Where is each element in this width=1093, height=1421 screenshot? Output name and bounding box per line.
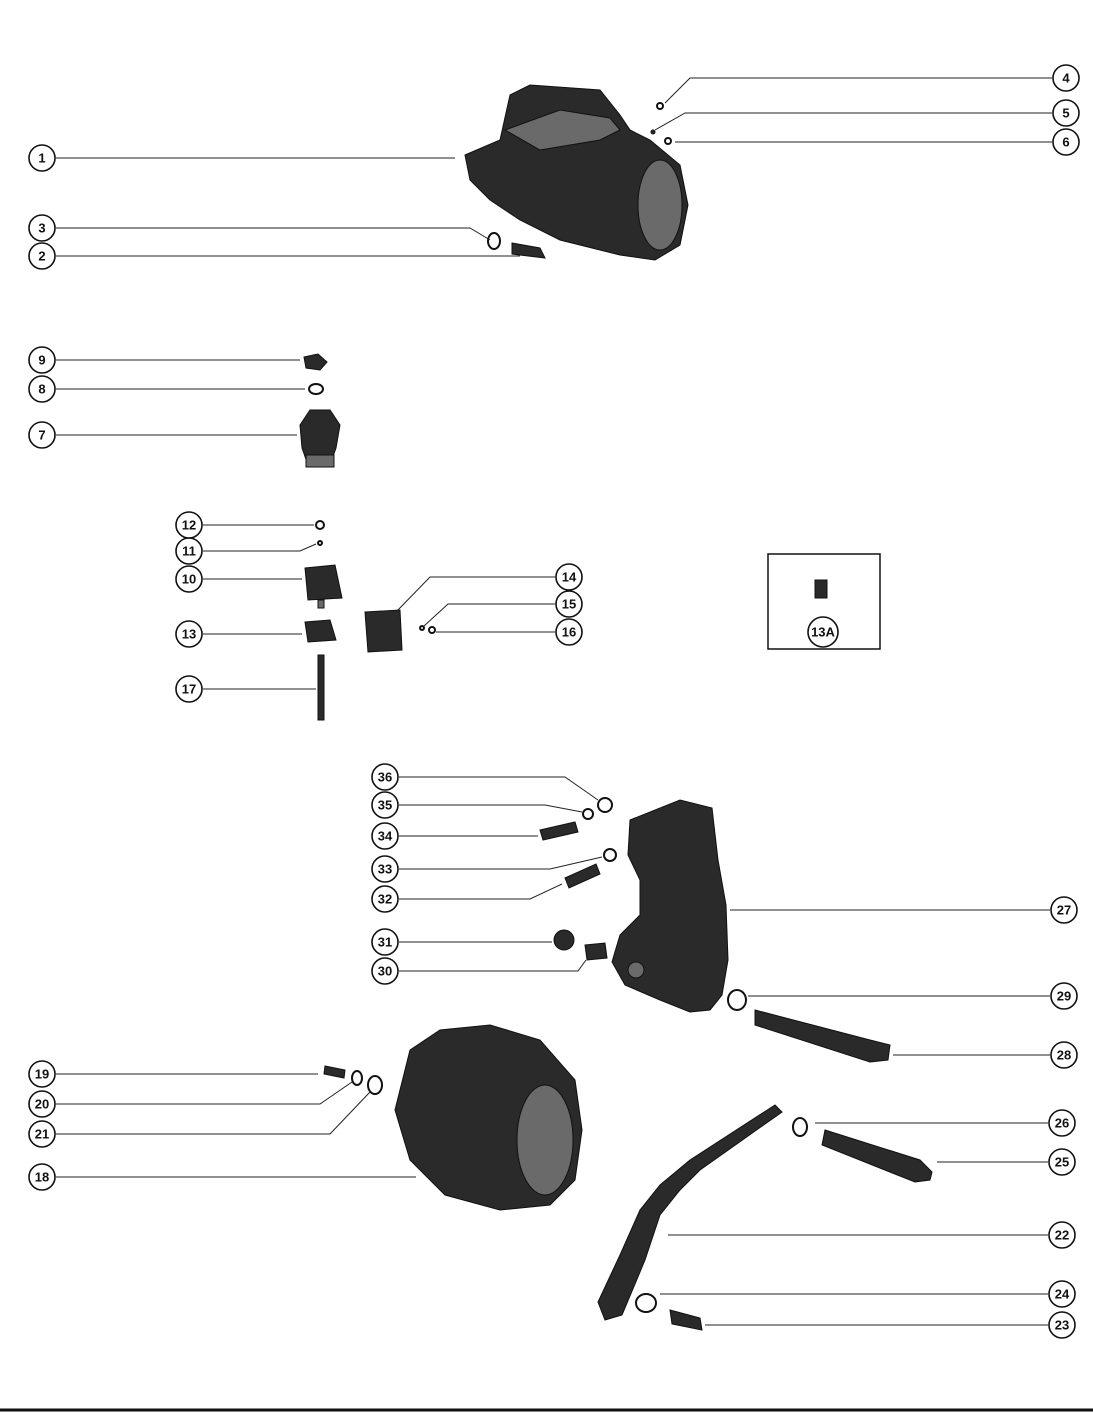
- svg-text:29: 29: [1057, 989, 1071, 1004]
- svg-text:2: 2: [38, 249, 45, 264]
- callout-7: 7: [28, 421, 56, 449]
- callout-12: 12: [175, 511, 203, 539]
- callout-24: 24: [1048, 1280, 1076, 1308]
- callout-5: 5: [1052, 99, 1080, 127]
- svg-text:13A: 13A: [811, 625, 835, 640]
- svg-text:26: 26: [1055, 1116, 1069, 1131]
- callout-8: 8: [28, 375, 56, 403]
- alternator: [323, 1024, 583, 1211]
- svg-text:31: 31: [378, 935, 392, 950]
- sender-unit: [299, 353, 341, 468]
- svg-text:14: 14: [562, 570, 577, 585]
- svg-text:33: 33: [378, 862, 392, 877]
- svg-text:11: 11: [182, 544, 196, 559]
- alternator-bracket: [611, 799, 729, 1013]
- callout-20: 20: [28, 1090, 56, 1118]
- svg-text:34: 34: [378, 829, 393, 844]
- callout-13a: 13A: [807, 616, 839, 648]
- svg-text:32: 32: [378, 892, 392, 907]
- svg-text:13: 13: [182, 627, 196, 642]
- callout-6: 6: [1052, 128, 1080, 156]
- svg-text:19: 19: [35, 1067, 49, 1082]
- svg-text:35: 35: [378, 798, 392, 813]
- svg-text:28: 28: [1057, 1048, 1071, 1063]
- svg-text:20: 20: [35, 1097, 49, 1112]
- callout-30: 30: [371, 957, 399, 985]
- svg-text:25: 25: [1055, 1155, 1069, 1170]
- callout-15: 15: [555, 590, 583, 618]
- svg-text:16: 16: [562, 625, 576, 640]
- svg-text:21: 21: [35, 1127, 49, 1142]
- callout-17: 17: [175, 675, 203, 703]
- callout-27: 27: [1050, 896, 1078, 924]
- callout-34: 34: [371, 822, 399, 850]
- callout-23: 23: [1048, 1311, 1076, 1339]
- svg-text:36: 36: [378, 770, 392, 785]
- callout-10: 10: [175, 565, 203, 593]
- callout-36: 36: [371, 763, 399, 791]
- svg-text:18: 18: [35, 1170, 49, 1185]
- callout-32: 32: [371, 885, 399, 913]
- callout-18: 18: [28, 1163, 56, 1191]
- callout-19: 19: [28, 1060, 56, 1088]
- callout-22: 22: [1048, 1221, 1076, 1249]
- svg-text:15: 15: [562, 597, 576, 612]
- svg-text:7: 7: [38, 428, 45, 443]
- starter-small-nuts: [650, 102, 672, 145]
- adjusting-arm: [597, 1104, 933, 1331]
- svg-text:5: 5: [1062, 106, 1069, 121]
- callout-16: 16: [555, 618, 583, 646]
- callout-11: 11: [175, 537, 203, 565]
- svg-text:12: 12: [182, 518, 196, 533]
- svg-text:27: 27: [1057, 903, 1071, 918]
- callout-26: 26: [1048, 1109, 1076, 1137]
- callout-13: 13: [175, 620, 203, 648]
- inset-13a: [767, 553, 881, 650]
- callout-4: 4: [1052, 64, 1080, 92]
- starter-motor: [464, 84, 689, 261]
- svg-text:4: 4: [1062, 71, 1070, 86]
- callout-28: 28: [1050, 1041, 1078, 1069]
- callout-14: 14: [555, 563, 583, 591]
- svg-text:6: 6: [1062, 135, 1069, 150]
- svg-text:30: 30: [378, 964, 392, 979]
- callout-33: 33: [371, 855, 399, 883]
- callout-25: 25: [1048, 1148, 1076, 1176]
- svg-text:22: 22: [1055, 1228, 1069, 1243]
- callout-3: 3: [28, 214, 56, 242]
- svg-text:10: 10: [182, 572, 196, 587]
- svg-text:9: 9: [38, 353, 45, 368]
- svg-text:8: 8: [38, 382, 45, 397]
- svg-text:23: 23: [1055, 1318, 1069, 1333]
- svg-text:17: 17: [182, 682, 196, 697]
- callout-35: 35: [371, 791, 399, 819]
- solenoid-group: [304, 520, 436, 721]
- callout-1: 1: [28, 144, 56, 172]
- svg-text:1: 1: [38, 151, 45, 166]
- callout-2: 2: [28, 242, 56, 270]
- starter-bolt-washer: [487, 232, 546, 259]
- bracket-hardware: [539, 797, 891, 1063]
- svg-text:24: 24: [1055, 1287, 1070, 1302]
- callout-29: 29: [1050, 982, 1078, 1010]
- leader-lines: [56, 77, 1052, 1326]
- callout-31: 31: [371, 928, 399, 956]
- callout-9: 9: [28, 346, 56, 374]
- svg-text:3: 3: [38, 221, 45, 236]
- callout-21: 21: [28, 1120, 56, 1148]
